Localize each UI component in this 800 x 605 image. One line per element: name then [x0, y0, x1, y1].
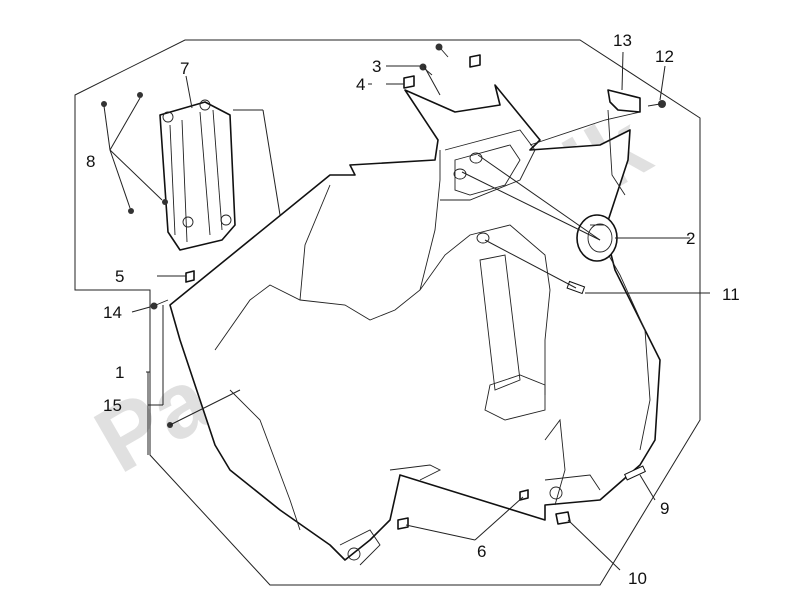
clip-6b: [397, 517, 409, 530]
nut-5: [185, 270, 195, 283]
nut-10: [555, 511, 571, 525]
callout-12: 12: [655, 47, 674, 66]
screw-8d: [162, 199, 168, 205]
screw-top-3a: [435, 43, 449, 58]
part-13-right-bracket: [529, 89, 641, 196]
callout-11: 11: [722, 285, 740, 304]
callout-1: 1: [115, 363, 124, 382]
callout-3: 3: [372, 57, 381, 76]
callout-7: 7: [180, 59, 189, 78]
callout-10: 10: [628, 569, 647, 588]
leader-lines: [103, 51, 710, 571]
callout-2: 2: [686, 229, 695, 248]
clip-top: [469, 54, 481, 68]
callout-5: 5: [115, 267, 124, 286]
nut-4: [403, 75, 415, 89]
screw-8c: [128, 208, 134, 214]
part-7-bracket-plate: [159, 99, 236, 251]
screw-8a: [101, 101, 107, 107]
fastener-screws: [101, 43, 666, 530]
callout-14: 14: [103, 303, 122, 322]
callout-13: 13: [613, 31, 632, 50]
bolt-9: [624, 465, 646, 481]
callout-15: 15: [103, 396, 122, 415]
screw-8b: [137, 92, 143, 98]
part-1-inner-shield: [169, 84, 661, 566]
screw-14: [150, 299, 169, 310]
callout-6: 6: [477, 542, 486, 561]
callout-4: 4: [356, 75, 365, 94]
screw-12: [647, 100, 666, 108]
callout-8: 8: [86, 152, 95, 171]
callout-labels: 1 2 3 4 5 6 7 8 9 10 11 12 13 14 15: [86, 31, 740, 588]
callout-9: 9: [660, 499, 669, 518]
group-frame: [74, 39, 701, 586]
